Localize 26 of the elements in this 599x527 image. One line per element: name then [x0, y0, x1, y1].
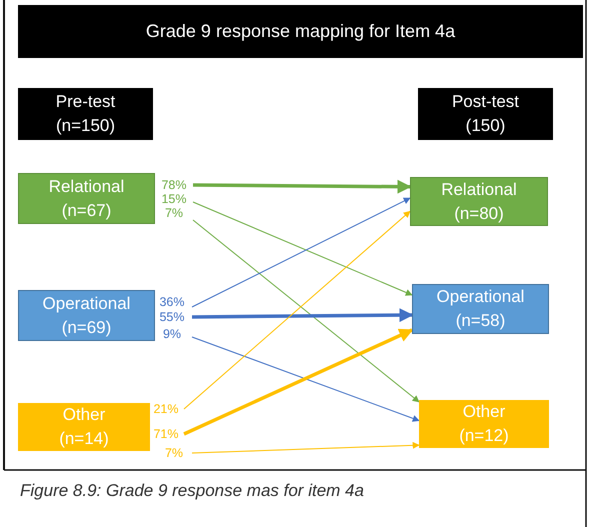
percentage-label: 15% [157, 192, 191, 206]
category-box: Relational (n=67) [18, 173, 155, 224]
header-box: Post-test (150) [418, 88, 553, 140]
category-box: Relational (n=80) [410, 177, 548, 226]
arrow [192, 198, 411, 308]
percentage-label: 78% [157, 178, 191, 192]
percentage-label: 71% [150, 427, 182, 441]
arrow [192, 336, 420, 422]
title-banner: Grade 9 response mapping for Item 4a [18, 5, 583, 58]
percentage-label: 36% [154, 295, 190, 309]
category-box: Operational (n=58) [412, 284, 549, 334]
arrow [192, 442, 420, 454]
percentage-label: 7% [157, 206, 191, 220]
header-box: Pre-test (n=150) [18, 88, 153, 140]
arrow [192, 180, 412, 194]
figure-caption: Figure 8.9: Grade 9 response mas for item 4a [20, 481, 364, 501]
percentage-label: 55% [154, 310, 190, 324]
percentage-label: 21% [150, 402, 182, 416]
category-box: Operational (n=69) [18, 290, 155, 341]
arrow [183, 328, 414, 436]
percentage-label: 9% [154, 327, 190, 341]
arrow [192, 308, 414, 322]
category-box: Other (n=14) [18, 403, 150, 451]
percentage-label: 7% [158, 446, 190, 460]
category-box: Other (n=12) [419, 400, 549, 448]
arrow [192, 202, 413, 296]
